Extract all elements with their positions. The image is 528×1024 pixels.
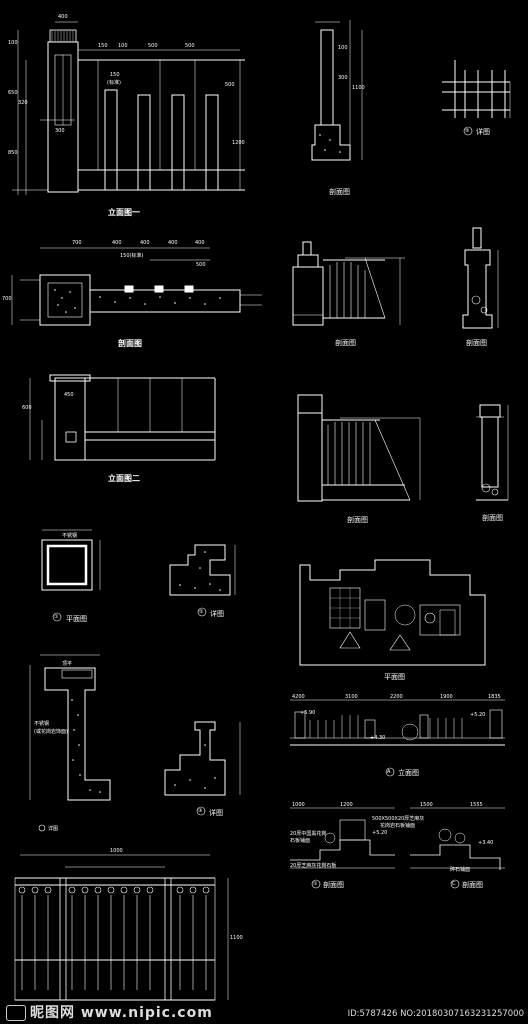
dim-e1-left-1: 650	[8, 90, 18, 96]
dim-r-sec-4: 1500	[420, 802, 433, 808]
note-d3-0: 不锈钢	[34, 721, 50, 727]
dim-e1-small-0: 300	[55, 128, 65, 134]
marker-r-section-a: ①	[313, 881, 318, 887]
title-r-section-five: 剖面图	[482, 514, 503, 522]
dim-mid-right-0: 1100	[230, 935, 243, 941]
level-r-elev-5: +5.20	[470, 712, 486, 718]
footer-bar: 昵图网 www.nipic.com ID:5787426 NO:20180307…	[0, 1002, 528, 1024]
title-section-one: 剖面图	[118, 339, 142, 348]
dim-e1-top-0: 400	[58, 14, 68, 20]
dim-s1-mid-0: 150(标准)	[120, 253, 144, 259]
marker-detail-one: ②	[199, 609, 204, 615]
title-r-section-a: 剖面图	[323, 881, 344, 889]
dim-r-top-0: 100	[338, 45, 348, 51]
dim-s1-top-1: 400	[112, 240, 122, 246]
dim-e1-left-0: 100	[8, 40, 18, 46]
fence-detail-five	[442, 60, 511, 136]
elevation-a	[290, 699, 505, 777]
note-r-sec-2: 500X500X20厚芝麻灰	[372, 816, 425, 822]
dim-e1-mid-0: 150	[110, 72, 120, 78]
marker-r-detail: ⑤	[465, 128, 470, 134]
dim-r-sec-2: 1200	[340, 802, 353, 808]
dim-s1-top-4: 400	[195, 240, 205, 246]
gate-side-section	[462, 227, 499, 329]
dim-e2-left-0: 600	[22, 405, 32, 411]
dim-s1-top-2: 400	[140, 240, 150, 246]
note-r-sec-4: 20厚芝麻灰花岗石板	[290, 863, 337, 869]
dim-r-elev-5: 1900	[440, 694, 453, 700]
dim-mid-top-0: 1000	[110, 848, 123, 854]
title-elevation-one: 立面图一	[108, 208, 140, 217]
wall-section-detail	[29, 654, 111, 832]
level-r-sec-0: +5.20	[372, 830, 388, 836]
dim-r-top-1: 300	[338, 75, 348, 81]
title-r-section-four: 剖面图	[347, 516, 368, 524]
dim-r-top-2: 1100	[352, 85, 365, 91]
dim-r-sec-0: 1000	[292, 802, 305, 808]
title-plan-one: 平面图	[66, 615, 87, 623]
note-r-sec-5: 碎石铺面	[450, 867, 471, 873]
detail-two	[169, 544, 236, 617]
dim-e1-top-1: 150	[98, 43, 108, 49]
gate-section-one	[292, 241, 405, 326]
title-r-elev: 立面图	[398, 769, 419, 777]
dim-e1-top-3: 500	[148, 43, 158, 49]
elevation-one	[12, 21, 245, 195]
dim-s1-mid-1: 500	[196, 262, 206, 268]
dim-s1-top-3: 400	[168, 240, 178, 246]
section-a-b	[290, 807, 505, 889]
note-plan-0: 不锈钢	[62, 533, 78, 539]
elevation-two	[29, 374, 216, 461]
tall-post-section	[311, 20, 363, 161]
watermark: 昵图网 www.nipic.com	[6, 1002, 213, 1022]
detail-three	[164, 721, 241, 816]
note-d3-1: (或花岗岩饰面)	[34, 729, 68, 735]
note-r-sec-3: 花岗岩石板铺面	[380, 823, 416, 829]
marker-plan: ①	[54, 614, 59, 620]
dim-e1-left-2: 320	[18, 100, 28, 106]
fence-elevation-bottom	[14, 854, 229, 1001]
gate-section-large	[297, 394, 421, 502]
level-r-elev-0: +5.90	[300, 710, 316, 716]
note-r-sec-1: 石板铺面	[290, 838, 311, 844]
dim-e1-left-3: 850	[8, 150, 18, 156]
dim-r-elev-0: 4200	[292, 694, 305, 700]
note-d3-2: 顶平	[62, 661, 73, 667]
dim-e1-top-2: 100	[118, 43, 128, 49]
side-section-large	[476, 404, 509, 501]
dim-e2-top-0: 450	[64, 392, 74, 398]
section-one	[11, 247, 262, 326]
title-r-section-one: 剖面图	[329, 188, 350, 196]
dim-s1-left-0: 700	[2, 296, 12, 302]
title-r-section-two: 剖面图	[335, 339, 356, 347]
note-r-sec-0: 20厚中国黑花岗	[290, 831, 327, 837]
image-id-text: ID:5787426 NO:20180307163231257000	[347, 1009, 524, 1019]
dim-r-elev-3: 2200	[390, 694, 403, 700]
marker-detail-three: ③	[198, 808, 203, 814]
title-r-section-b: 剖面图	[462, 881, 483, 889]
title-detail-three: 详图	[209, 809, 223, 817]
title-detail-two: 详图	[48, 826, 59, 832]
level-r-elev-2: +4.30	[370, 735, 386, 741]
dim-r-sec-5: 1555	[470, 802, 483, 808]
dim-e1-top-4: 500	[185, 43, 195, 49]
site-plan	[299, 559, 486, 666]
title-elevation-two: 立面图二	[108, 474, 140, 483]
nipic-logo-icon	[6, 1005, 26, 1021]
dim-e1-right-2: 500	[225, 82, 235, 88]
dim-r-elev-7: 1835	[488, 694, 501, 700]
plan-detail-one	[41, 529, 101, 622]
dim-r-elev-1: 3100	[345, 694, 358, 700]
marker-r-elev: A	[387, 769, 391, 775]
title-r-section-three: 剖面图	[466, 339, 487, 347]
title-r-detail: 详图	[476, 128, 490, 136]
title-r-plan: 平面图	[384, 673, 405, 681]
dim-e1-mid-1: (标准)	[107, 80, 121, 86]
dim-e1-right-0: 1200	[232, 140, 245, 146]
marker-r-section-b: C	[452, 881, 456, 887]
dim-s1-top-0: 700	[72, 240, 82, 246]
level-r-sec-4: +3.40	[478, 840, 494, 846]
title-detail-one: 详图	[210, 610, 224, 618]
